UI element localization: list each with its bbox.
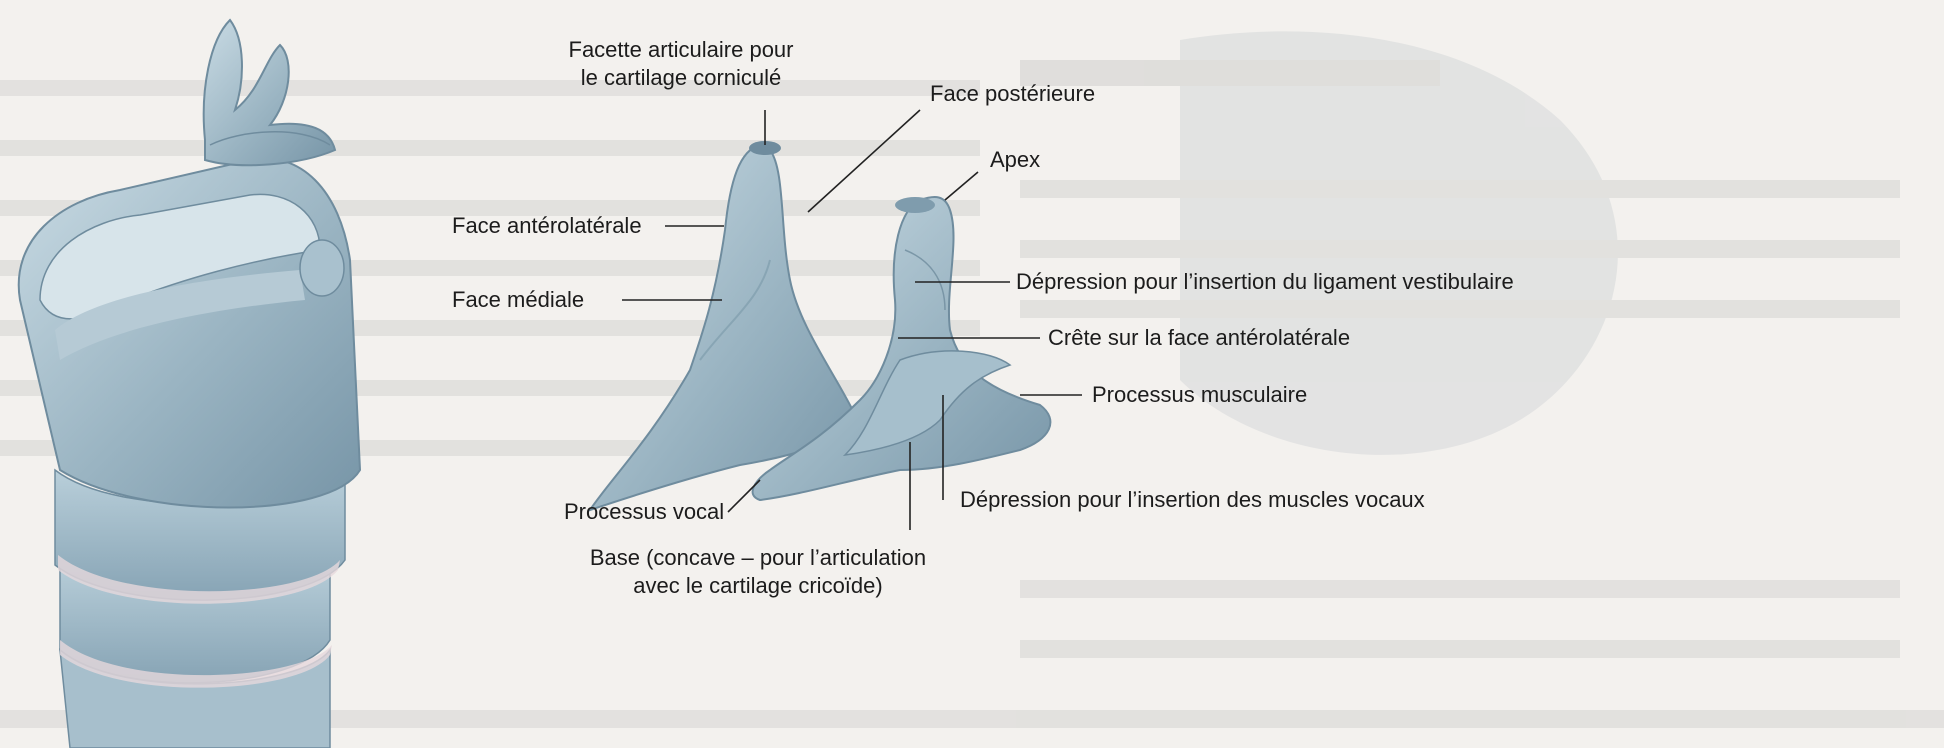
label-facette-articulaire: Facette articulaire pour le cartilage co…	[540, 36, 822, 92]
label-facette-line2: le cartilage corniculé	[540, 64, 822, 92]
label-apex: Apex	[990, 146, 1040, 174]
label-base: Base (concave – pour l’articulation avec…	[548, 544, 968, 600]
label-facette-line1: Facette articulaire pour	[540, 36, 822, 64]
label-face-anterolaterale: Face antérolatérale	[452, 212, 642, 240]
leader-face-posterieure	[808, 110, 920, 212]
larynx-illustration	[19, 20, 360, 748]
label-depression-muscles: Dépression pour l’insertion des muscles …	[960, 486, 1425, 514]
label-face-mediale: Face médiale	[452, 286, 584, 314]
label-processus-vocal: Processus vocal	[564, 498, 724, 526]
label-crete: Crête sur la face antérolatérale	[1048, 324, 1350, 352]
label-processus-musculaire: Processus musculaire	[1092, 381, 1307, 409]
label-base-line2: avec le cartilage cricoïde)	[548, 572, 968, 600]
leader-apex	[945, 172, 978, 200]
label-base-line1: Base (concave – pour l’articulation	[548, 544, 968, 572]
label-depression-ligament: Dépression pour l’insertion du ligament …	[1016, 268, 1514, 296]
label-face-posterieure: Face postérieure	[930, 80, 1095, 108]
